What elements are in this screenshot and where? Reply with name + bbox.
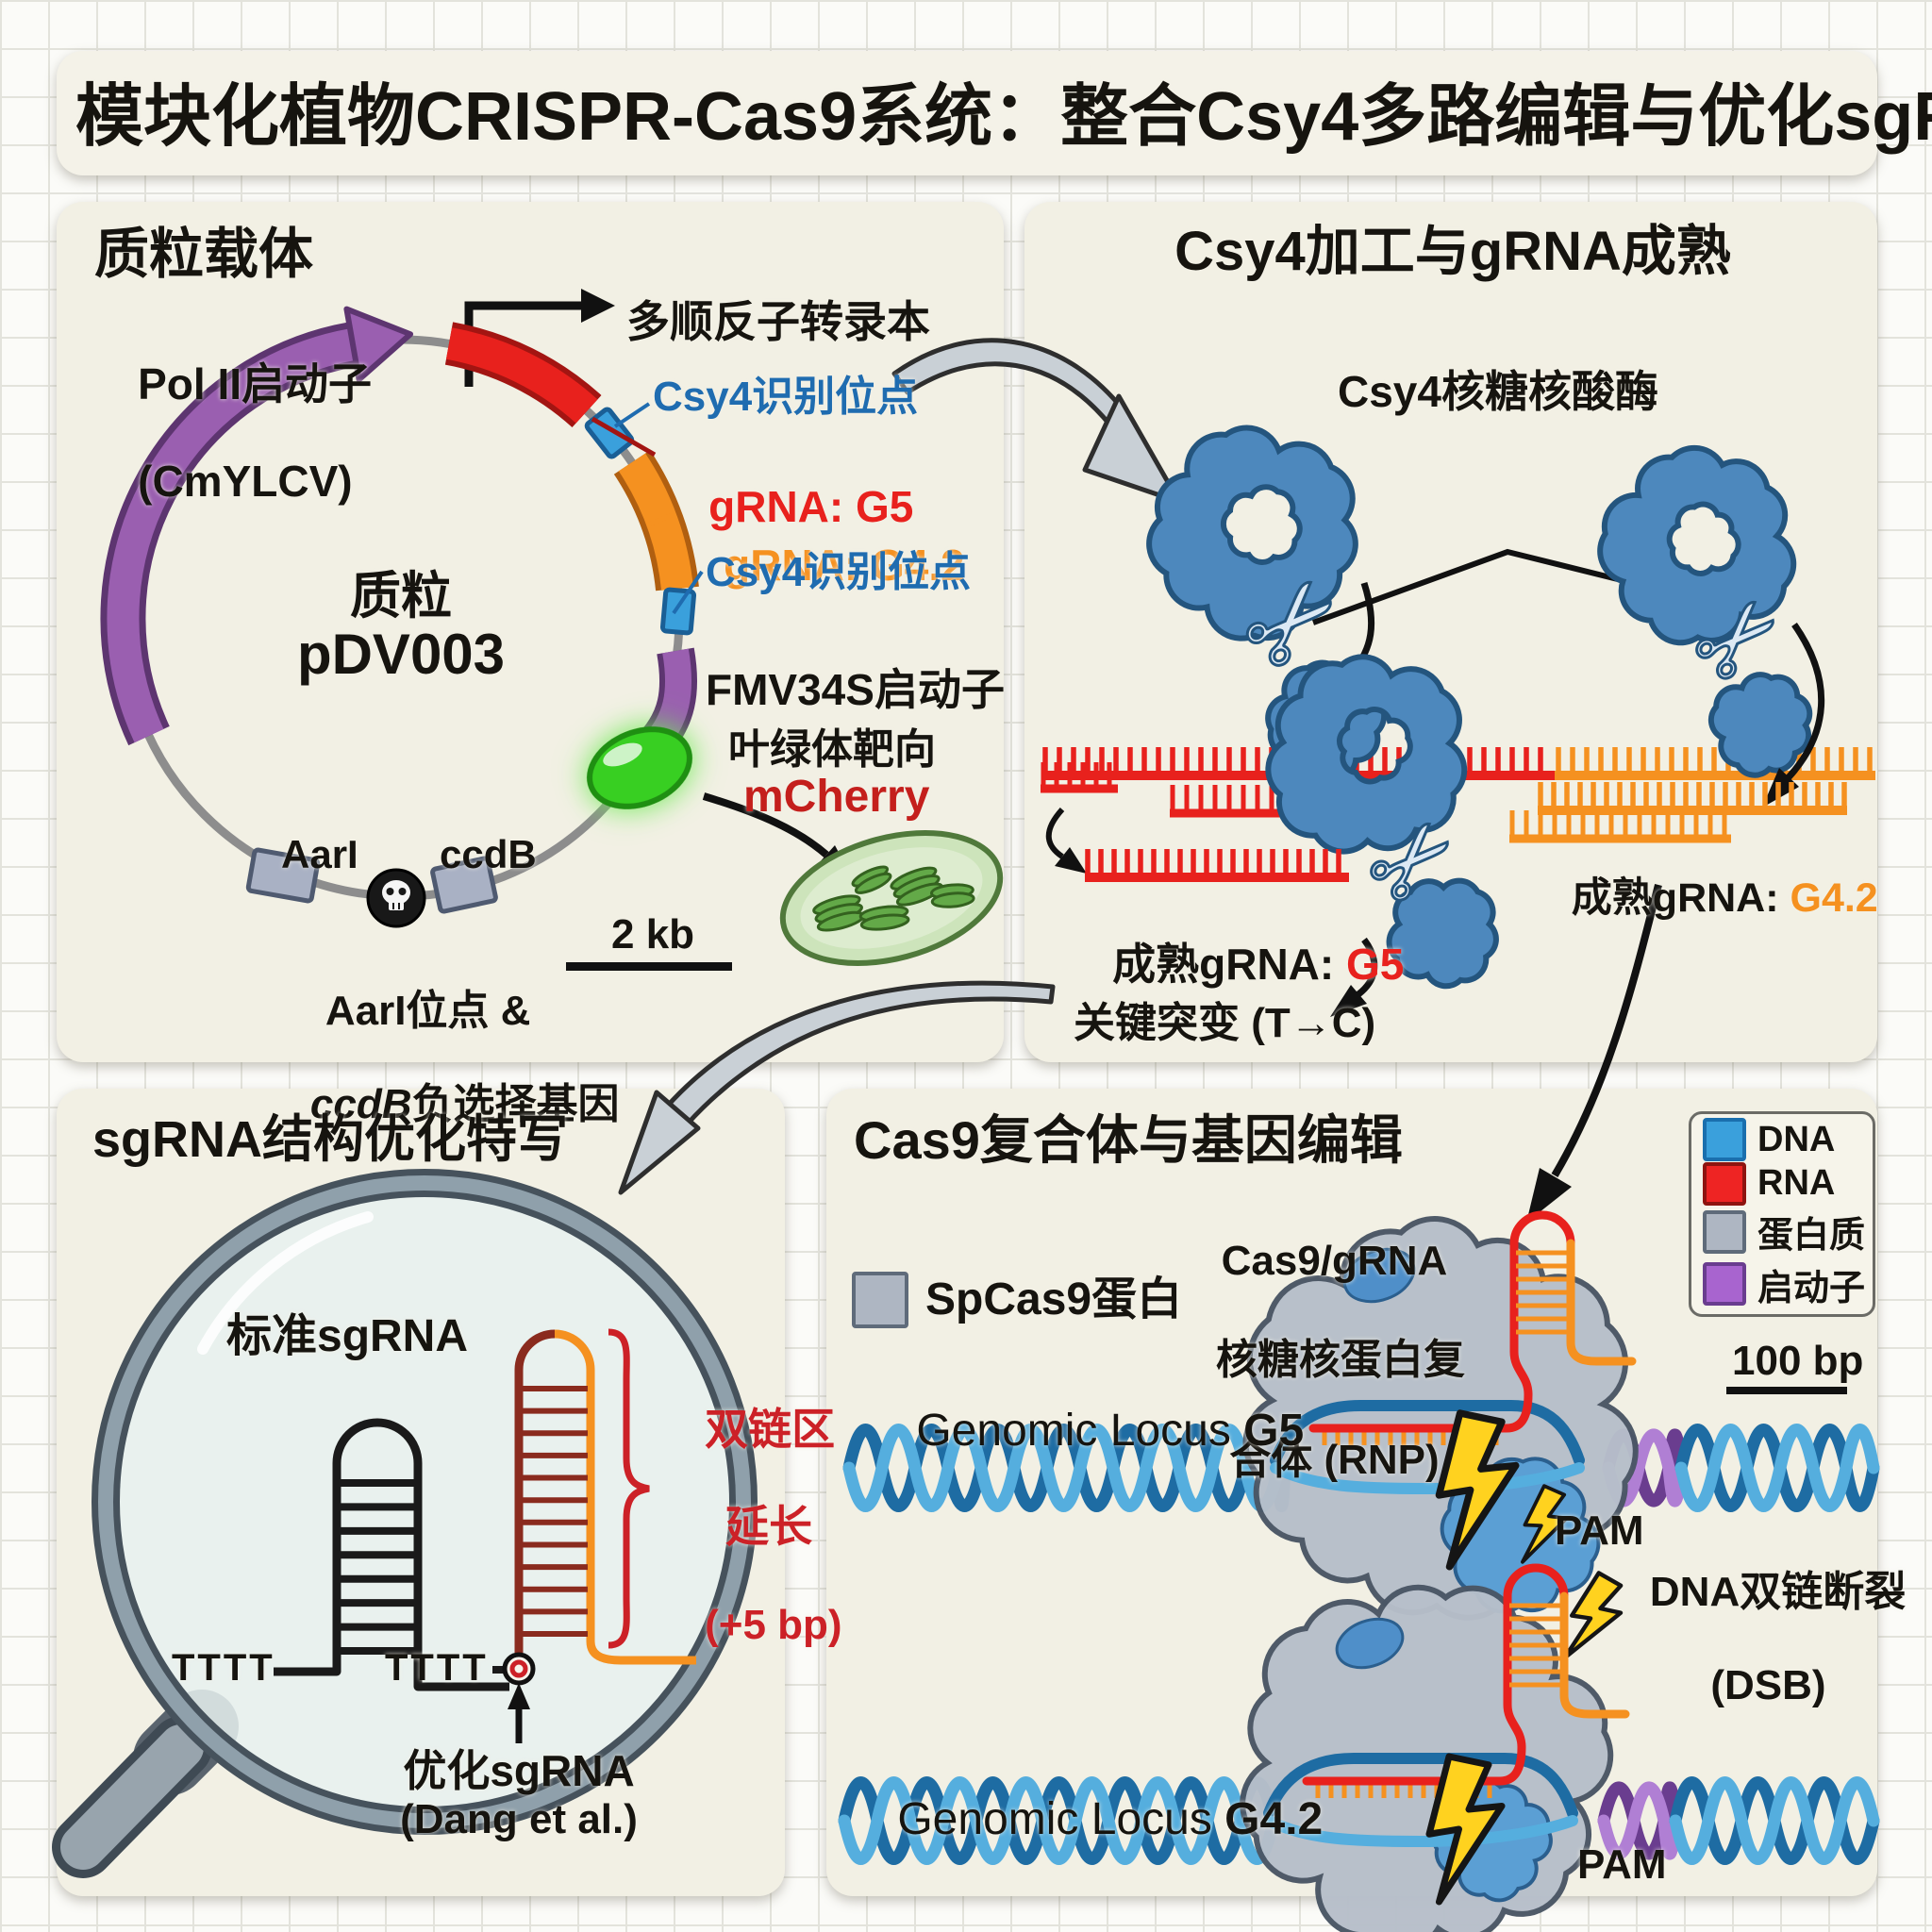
mcherry-label: mCherry bbox=[743, 772, 930, 822]
spcas9-swatch bbox=[852, 1272, 908, 1328]
mature-grna-g5-label: 成熟gRNA: G5 bbox=[1112, 939, 1405, 989]
optimized-sgrna-label: 优化sgRNA bbox=[403, 1746, 635, 1795]
pol2-promoter-label: Pol II启动子 (CmYLCV) bbox=[138, 358, 373, 506]
plasmid-panel-header: 质粒载体 bbox=[94, 224, 314, 285]
dsb-label: DNA双链断裂 (DSB) bbox=[1649, 1569, 1907, 1708]
scale-100bp-label: 100 bp bbox=[1732, 1338, 1864, 1384]
legend-item-promoter: 启动子 bbox=[1703, 1258, 1873, 1310]
plasmid-id: pDV003 bbox=[296, 623, 506, 686]
negative-selection-label: AarI位点 & ccdB负选择基因 bbox=[309, 988, 620, 1127]
color-legend: DNA RNA 蛋白质 启动子 bbox=[1689, 1111, 1875, 1317]
plasmid-name: 质粒 bbox=[350, 568, 452, 625]
dna-swatch bbox=[1703, 1118, 1746, 1162]
csy4-rnase-label: Csy4核糖核酸酶 bbox=[1338, 367, 1658, 416]
protein-swatch bbox=[1703, 1209, 1746, 1254]
genomic-locus-g42-label: Genomic Locus G4.2 bbox=[897, 1793, 1324, 1844]
genomic-locus-g5-label: Genomic Locus G5 bbox=[916, 1405, 1305, 1456]
editing-panel-header: Cas9复合体与基因编辑 bbox=[854, 1110, 1403, 1170]
rna-swatch bbox=[1703, 1161, 1746, 1206]
duplex-extension-label: 双链区 延长 (+5 bp) bbox=[705, 1404, 842, 1648]
legend-item-rna: RNA bbox=[1703, 1161, 1873, 1206]
tttt-left-label: TTTT bbox=[172, 1647, 275, 1689]
grna-g42-label: gRNA: G4.2 bbox=[724, 540, 965, 590]
standard-sgrna-label: 标准sgRNA bbox=[226, 1311, 469, 1361]
transcript-label: 多顺反子转录本 bbox=[626, 297, 930, 346]
processing-panel-header: Csy4加工与gRNA成熟 bbox=[1174, 221, 1731, 282]
csy4-site-label-1: Csy4识别位点 bbox=[653, 374, 919, 420]
legend-item-protein: 蛋白质 bbox=[1703, 1206, 1873, 1257]
legend-item-dna: DNA bbox=[1703, 1118, 1873, 1162]
page-title: 模块化植物CRISPR-Cas9系统：整合Csy4多路编辑与优化sgRNA bbox=[75, 79, 1932, 155]
fmv34s-label: FMV34S启动子 bbox=[706, 665, 1005, 714]
grna-g5-label: gRNA: G5 bbox=[708, 481, 914, 531]
tttt-right-label: TTTT bbox=[385, 1647, 489, 1689]
spcas9-legend-row: SpCas9蛋白 bbox=[852, 1272, 1182, 1328]
ccdb-label: ccdB bbox=[440, 832, 537, 876]
optimized-sgrna-citation: (Dang et al.) bbox=[400, 1796, 638, 1842]
promoter-swatch bbox=[1703, 1262, 1746, 1307]
chloroplast-target-label: 叶绿体靶向 bbox=[728, 726, 936, 773]
key-mutation-label: 关键突变 (T→C) bbox=[1074, 1000, 1376, 1046]
aari-label: AarI bbox=[281, 832, 358, 876]
csy4-site-label-2: Csy4识别位点 bbox=[706, 549, 972, 595]
pam-label-g42: PAM bbox=[1577, 1841, 1667, 1888]
scale-2kb-label: 2 kb bbox=[611, 911, 695, 958]
sgrna-panel-header: sgRNA结构优化特写 bbox=[92, 1111, 569, 1168]
mature-grna-g42-label: 成熟gRNA: G4.2 bbox=[1571, 875, 1878, 922]
title-panel bbox=[57, 51, 1877, 175]
